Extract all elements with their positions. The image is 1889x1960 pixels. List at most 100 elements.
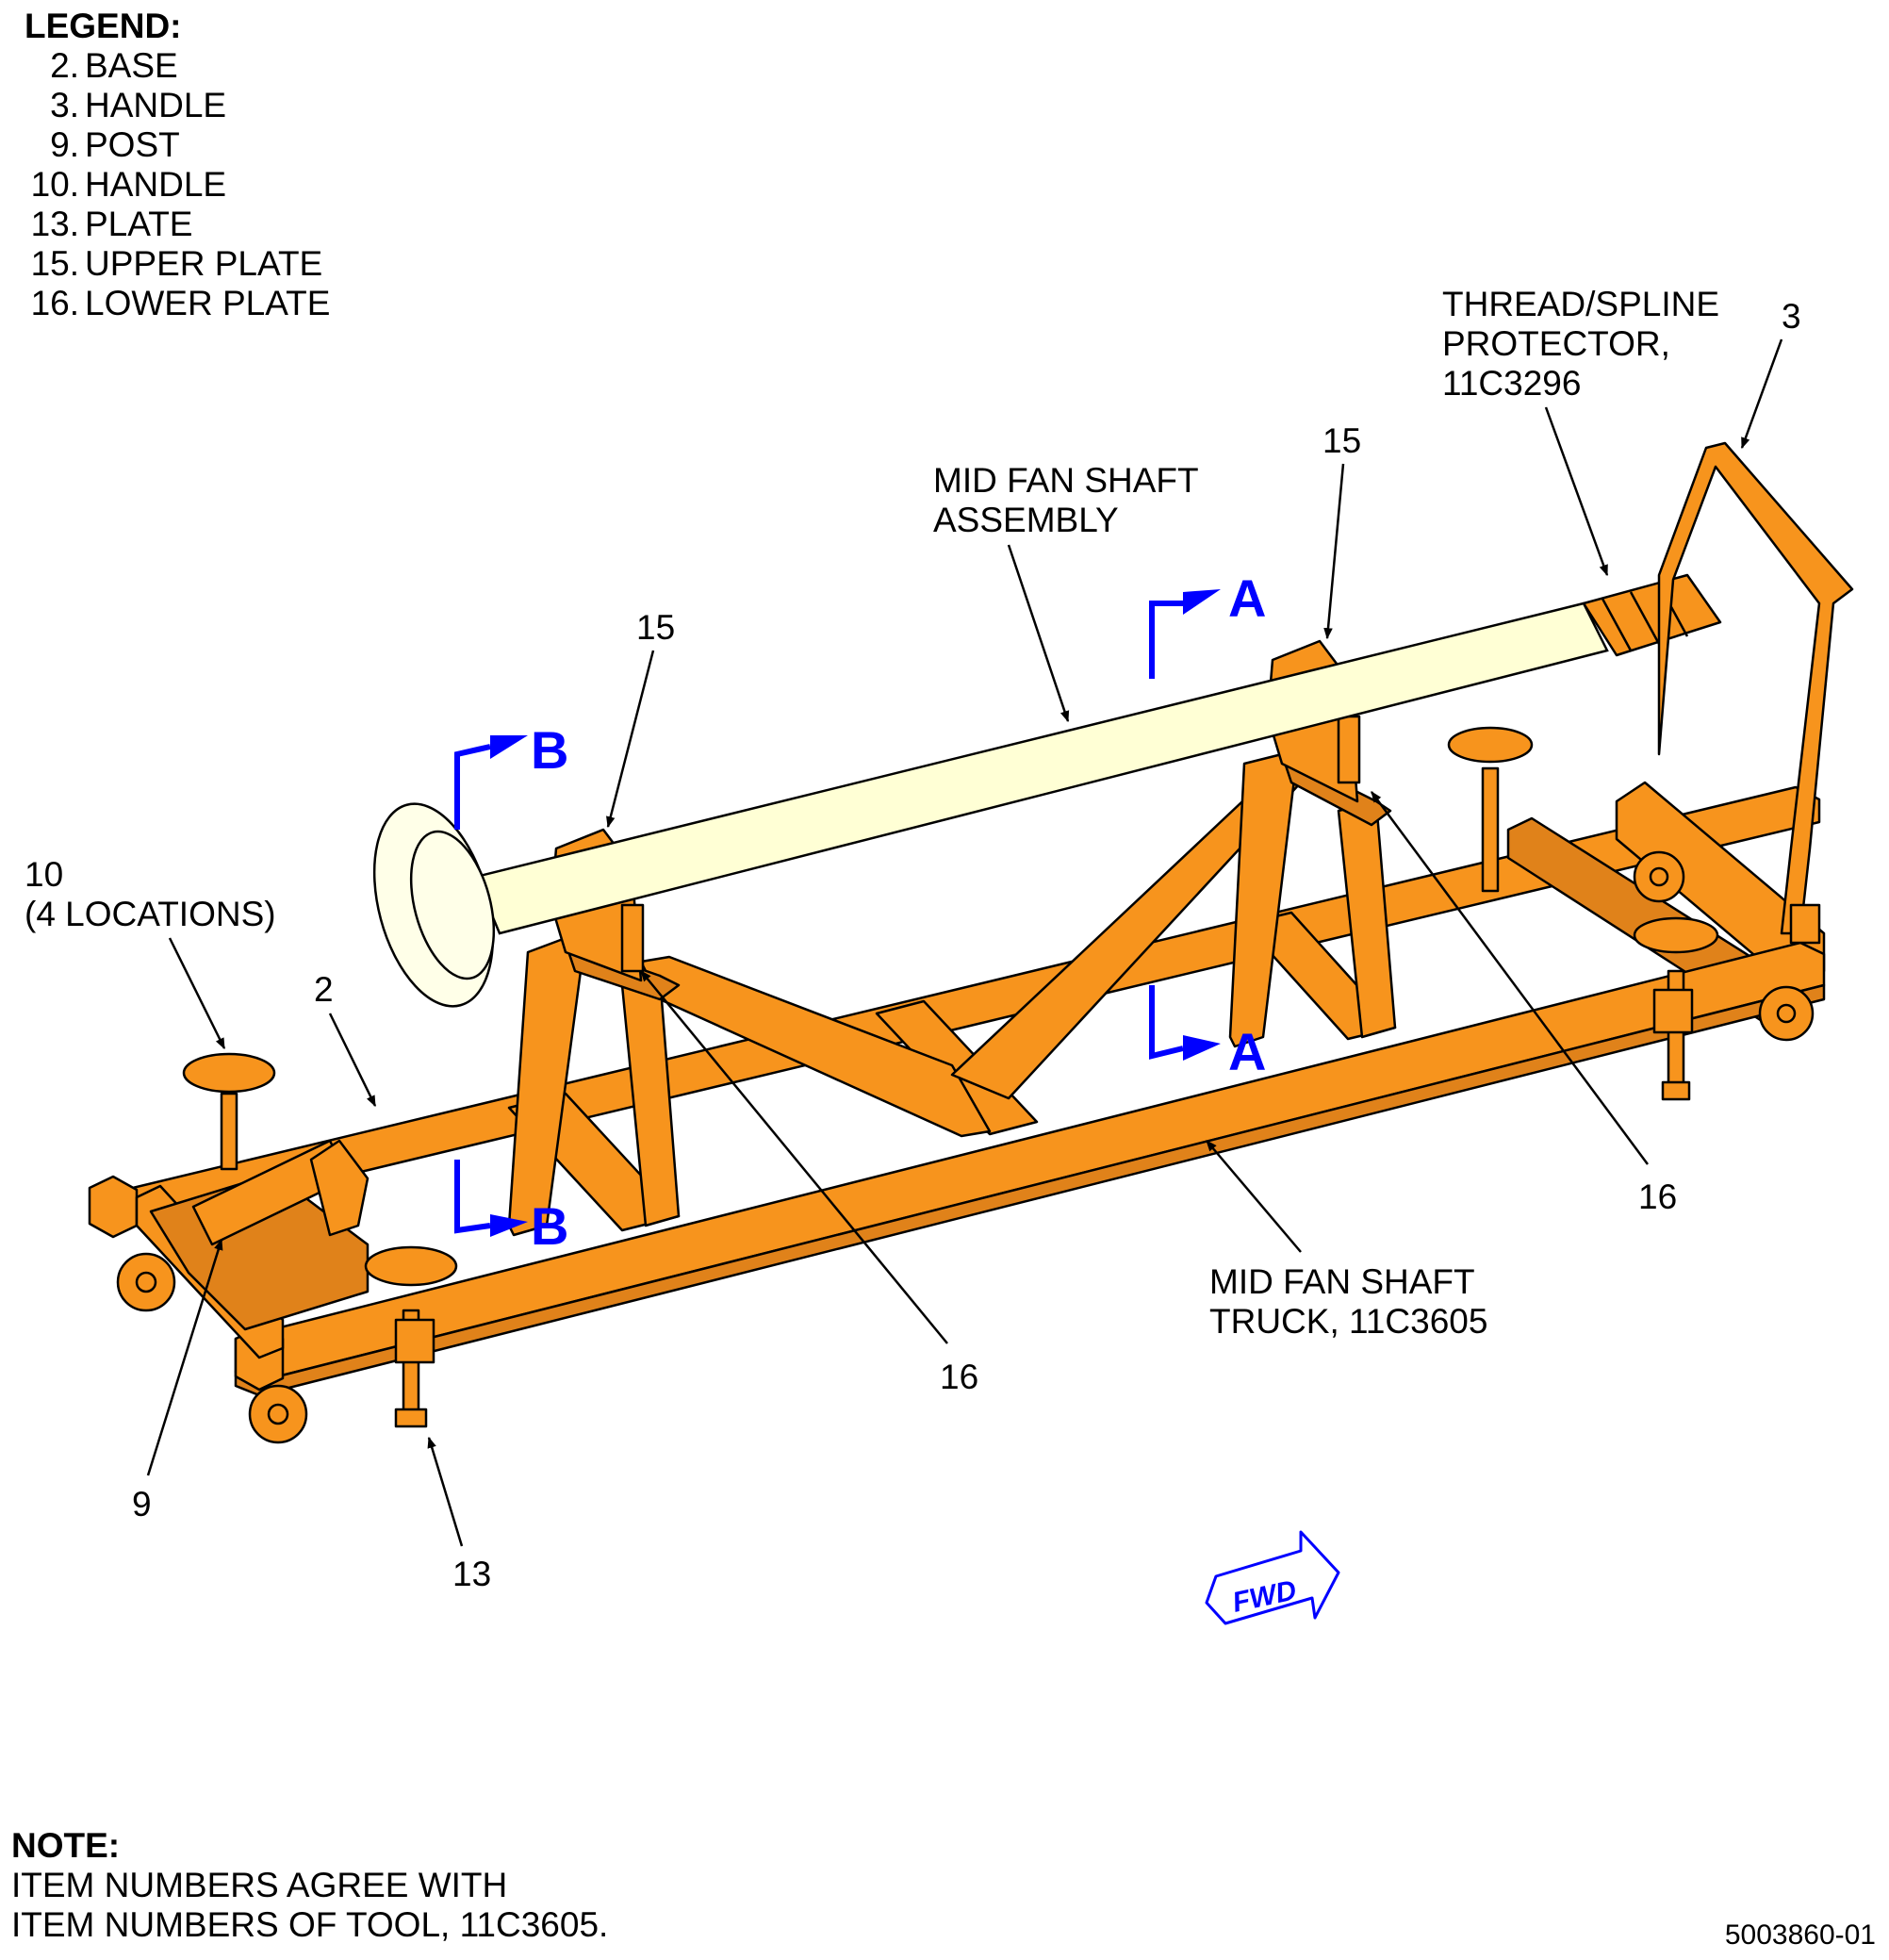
section-b-bottom-label: B <box>531 1196 568 1256</box>
casters <box>116 850 1815 1444</box>
post-9 <box>191 1139 370 1246</box>
section-a-bottom-label: A <box>1228 1022 1266 1081</box>
section-b-bottom-line <box>454 1160 491 1234</box>
legend-item-13: 13. PLATE <box>31 205 193 243</box>
leader-item-15-left <box>606 650 655 829</box>
callout-shaft-assembly-line1: MID FAN SHAFT <box>933 461 1199 500</box>
fwd-arrow-icon <box>1205 1530 1340 1625</box>
note-line2: ITEM NUMBERS OF TOOL, 11C3605. <box>11 1905 608 1944</box>
callout-item-15-left: 15 <box>636 608 675 647</box>
fwd-arrow: FWD <box>1205 1530 1340 1625</box>
section-b-top-label: B <box>531 720 568 780</box>
note-line1: ITEM NUMBERS AGREE WITH <box>11 1866 507 1904</box>
note: NOTE: ITEM NUMBERS AGREE WITH ITEM NUMBE… <box>11 1826 608 1944</box>
callout-thread-protector-line3: 11C3296 <box>1442 364 1581 403</box>
callout-item-13: 13 <box>452 1555 491 1593</box>
callout-truck-line1: MID FAN SHAFT <box>1209 1262 1475 1301</box>
callout-item-9: 9 <box>132 1485 152 1524</box>
legend-num: 9. <box>50 125 79 164</box>
callout-item-2: 2 <box>314 970 334 1009</box>
leader-lines <box>146 338 1783 1547</box>
handwheel-10 <box>1633 916 1719 954</box>
caster-hub <box>1776 1003 1797 1024</box>
handwheel-10 <box>364 1245 458 1287</box>
legend-label: HANDLE <box>85 165 226 204</box>
leader-thread-protector <box>1544 406 1609 577</box>
truck-frame <box>88 771 1826 1397</box>
legend-item-2: 2. BASE <box>50 46 178 85</box>
callouts: THREAD/SPLINE PROTECTOR, 11C3296 3 15 15… <box>25 285 1801 1593</box>
caster-hub <box>135 1271 157 1293</box>
leveling-jacks <box>182 726 1719 1428</box>
jack-housing <box>394 1318 435 1364</box>
legend-label: UPPER PLATE <box>85 244 322 283</box>
jack-screw <box>1481 766 1500 893</box>
callout-item-16-left: 16 <box>940 1358 978 1396</box>
leader-shaft-assembly <box>1007 544 1070 723</box>
handwheel-10 <box>1447 726 1534 764</box>
section-a-bottom-arrow <box>1183 1035 1221 1061</box>
caster-hub <box>267 1403 289 1425</box>
section-a-bottom-line <box>1149 985 1184 1060</box>
legend-item-9: 9. POST <box>50 125 180 164</box>
legend-item-3: 3. HANDLE <box>50 86 226 124</box>
section-a-top-line <box>1149 601 1183 679</box>
left-stand <box>507 828 681 1237</box>
callout-truck-line2: TRUCK, 11C3605 <box>1209 1302 1487 1341</box>
legend-num: 16. <box>31 284 79 322</box>
handle-socket <box>1789 903 1821 945</box>
spline-groove <box>1601 598 1633 651</box>
shaft-flange-inner <box>409 830 496 980</box>
section-b-bottom-arrow <box>490 1214 528 1237</box>
legend-num: 10. <box>31 165 79 204</box>
handwheel-10 <box>182 1052 276 1094</box>
left-clamp-bolt <box>620 903 645 973</box>
section-b-top-arrow <box>490 735 528 759</box>
section-b-top-line <box>454 744 491 830</box>
plate-13 <box>394 1408 428 1428</box>
jack-screw <box>220 1092 238 1171</box>
section-a-top-arrow <box>1183 589 1221 615</box>
legend-label: POST <box>85 125 180 164</box>
leader-truck <box>1206 1140 1302 1253</box>
legend-num: 3. <box>50 86 79 124</box>
legend: LEGEND: 2. BASE 3. HANDLE 9. POST 10. HA… <box>25 7 330 322</box>
legend-title: LEGEND: <box>25 7 182 45</box>
right-stand-leg-rear <box>1228 752 1298 1048</box>
callout-thread-protector-line1: THREAD/SPLINE <box>1442 285 1719 323</box>
left-rear-block <box>88 1175 139 1239</box>
figure-id: 5003860-01 <box>1725 1919 1876 1951</box>
spline-groove <box>1629 591 1661 645</box>
callout-item-15-right: 15 <box>1322 421 1361 460</box>
leader-item-13 <box>427 1436 464 1547</box>
mid-fan-shaft <box>372 573 1722 1008</box>
legend-item-10: 10. HANDLE <box>31 165 227 204</box>
leader-item-2 <box>328 1013 377 1108</box>
legend-label: BASE <box>85 46 178 85</box>
section-marks: A A B B <box>454 568 1266 1256</box>
legend-num: 2. <box>50 46 79 85</box>
leader-item-16-left <box>640 970 948 1344</box>
legend-item-15: 15. UPPER PLATE <box>31 244 323 283</box>
leader-item-3 <box>1740 338 1783 450</box>
section-a-top-label: A <box>1228 568 1266 628</box>
leader-item-16-right <box>1370 791 1650 1165</box>
right-handle <box>1657 441 1854 945</box>
leader-item-15-right <box>1323 463 1345 640</box>
legend-num: 15. <box>31 244 79 283</box>
plate-13 <box>1661 1080 1691 1101</box>
callout-item-10-line2: (4 LOCATIONS) <box>25 895 276 933</box>
legend-label: LOWER PLATE <box>85 284 330 322</box>
legend-num: 13. <box>31 205 79 243</box>
callout-item-16-right: 16 <box>1638 1178 1677 1216</box>
thread-spline-protector <box>1582 573 1722 657</box>
legend-label: PLATE <box>85 205 192 243</box>
callout-item-3: 3 <box>1782 297 1801 336</box>
right-clamp-bolt <box>1337 715 1361 784</box>
post-bracket <box>309 1139 370 1237</box>
legend-item-16: 16. LOWER PLATE <box>31 284 331 322</box>
leader-item-10 <box>168 937 226 1050</box>
callout-thread-protector-line2: PROTECTOR, <box>1442 324 1670 363</box>
caster-hub <box>1649 866 1669 887</box>
leader-item-9 <box>146 1238 223 1476</box>
